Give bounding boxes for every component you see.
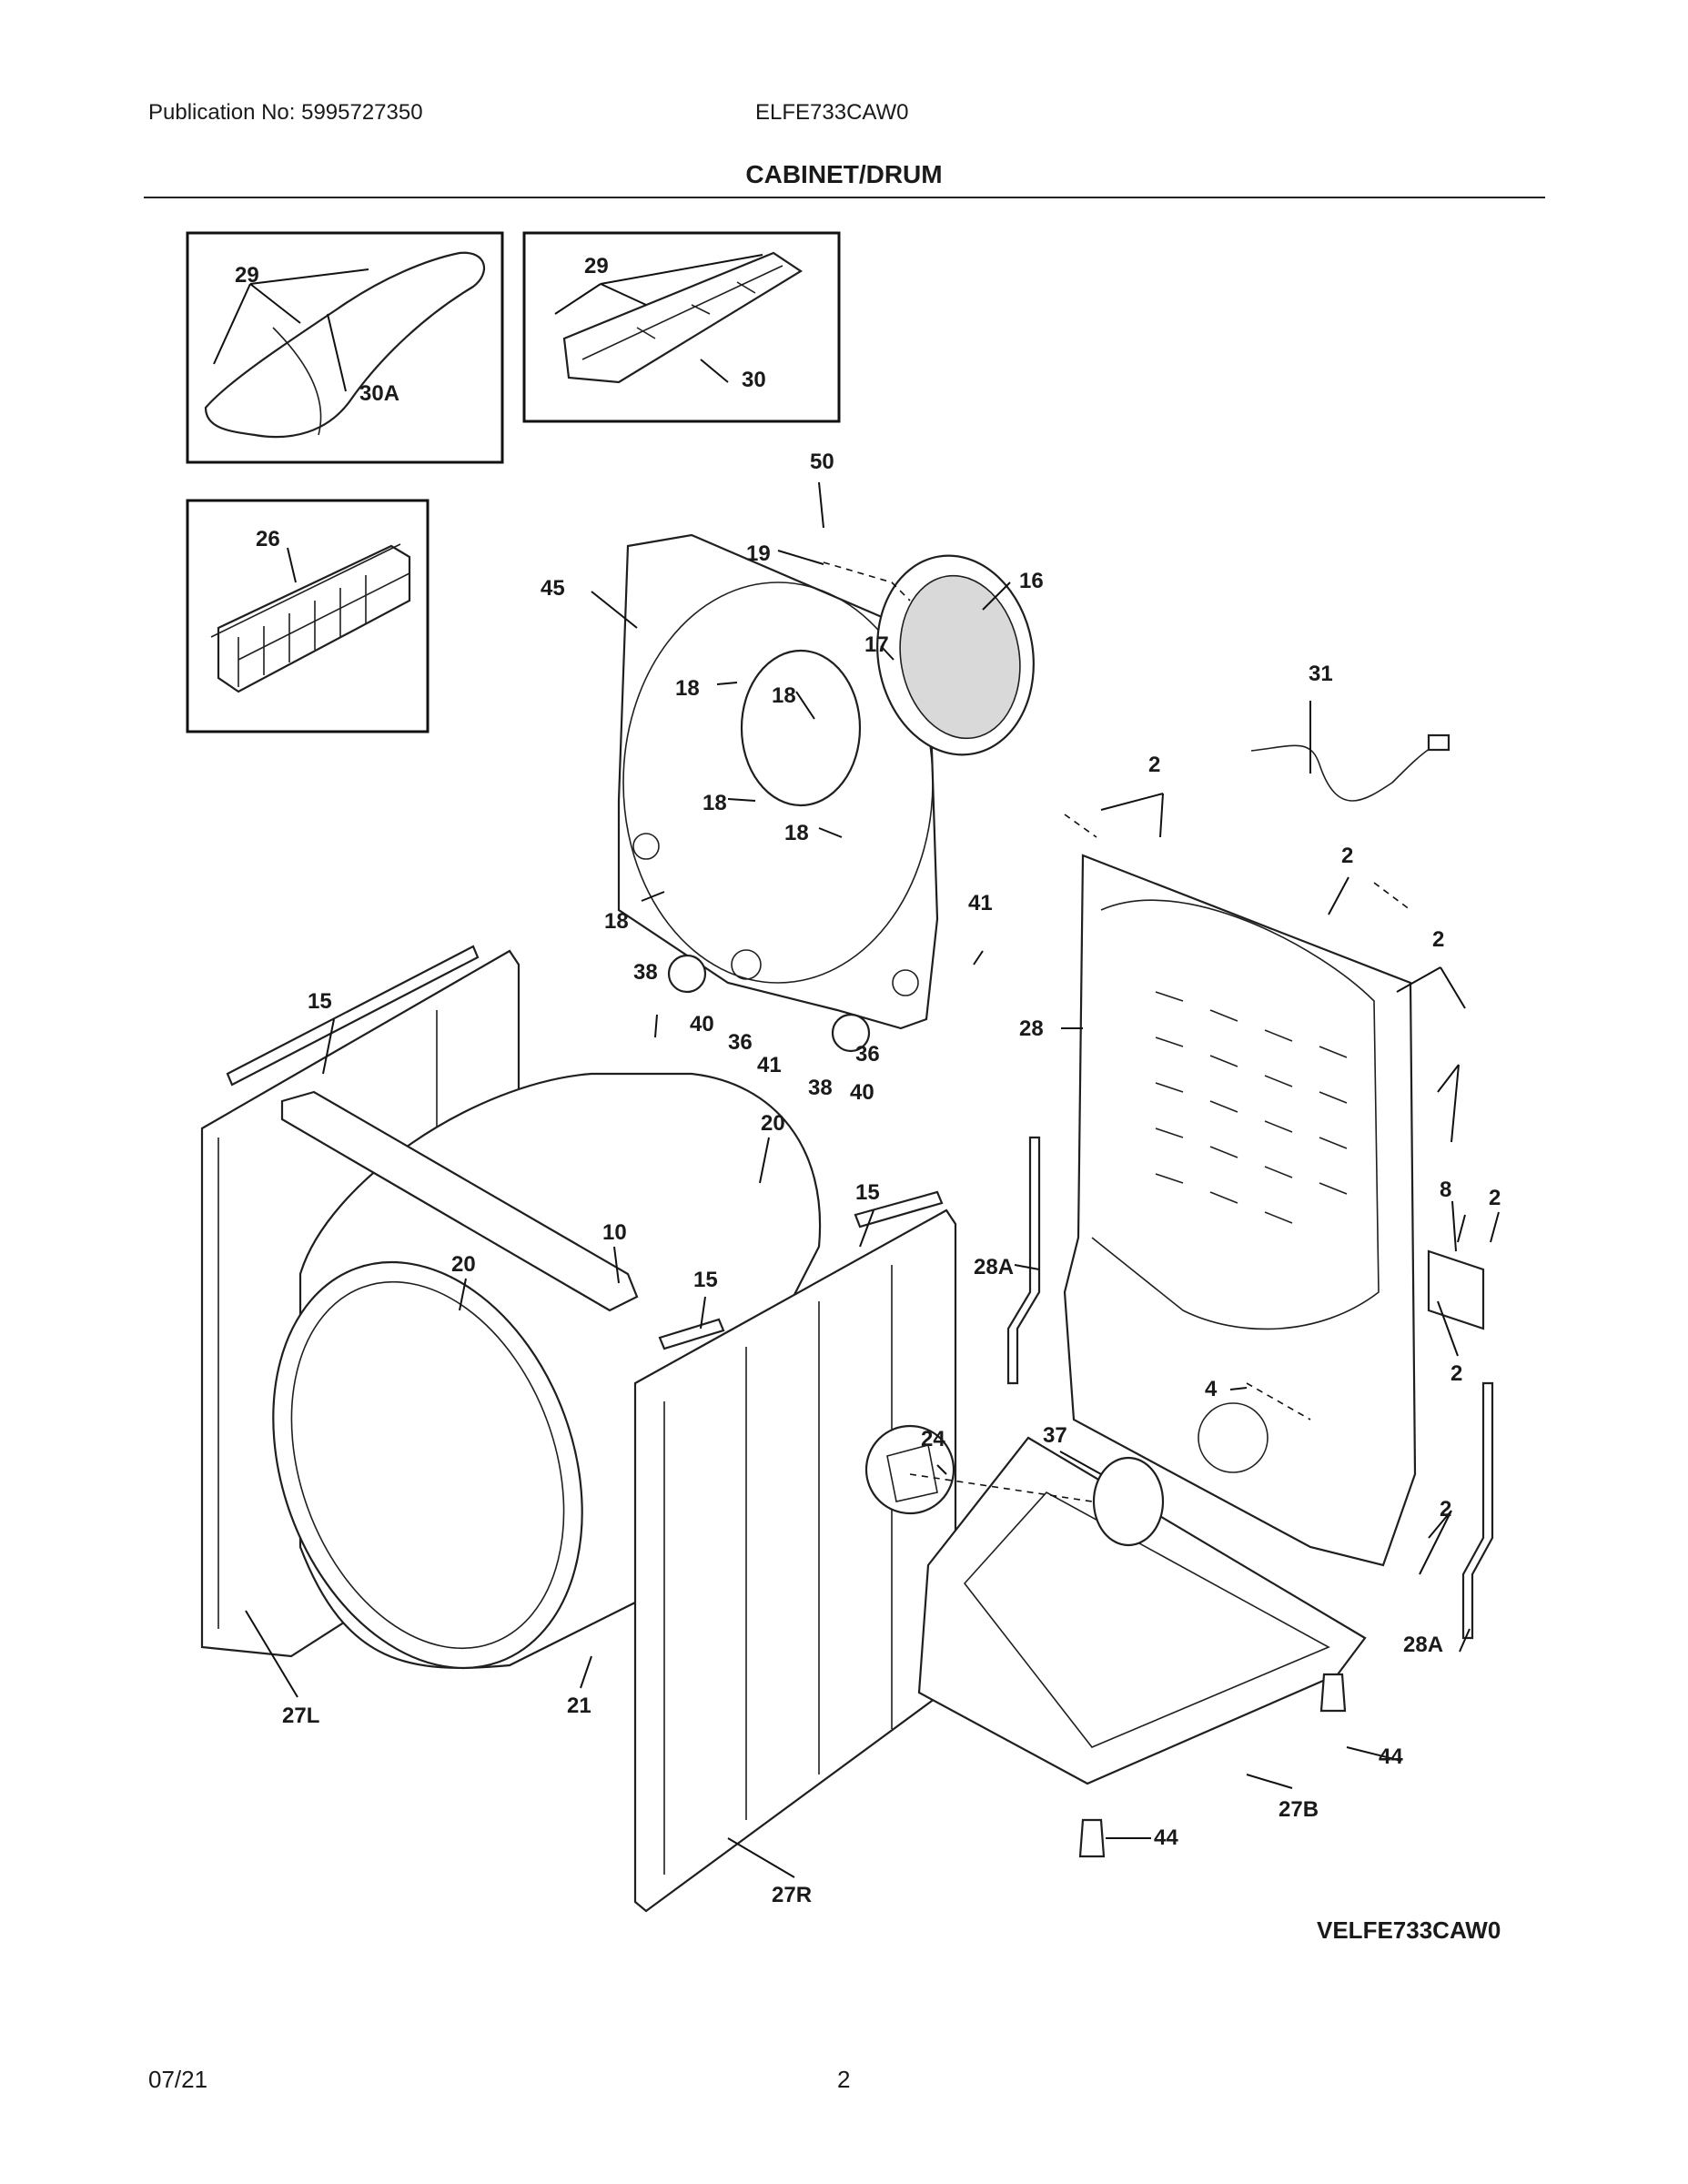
foot-44-right: [1319, 1673, 1347, 1713]
bracket-28a-left: [1006, 1136, 1041, 1385]
callout-label: 2: [1450, 1361, 1462, 1386]
callout-label: 29: [235, 263, 259, 288]
callout-label: 16: [1019, 569, 1044, 593]
callout-label: 15: [693, 1268, 718, 1292]
callout-label: 38: [808, 1076, 833, 1100]
callout-label: 40: [690, 1012, 714, 1036]
roller-40-left: [667, 954, 707, 994]
callout-label: 2: [1341, 844, 1353, 868]
callout-label: 24: [921, 1427, 945, 1451]
callout-label: 18: [772, 683, 796, 708]
callout-label: 26: [256, 527, 280, 551]
roller-40-right: [831, 1013, 871, 1053]
rear-bulkhead-45-part: [617, 533, 939, 1030]
callout-label: 27L: [282, 1704, 319, 1728]
callout-label: 19: [746, 541, 771, 566]
callout-label: 2: [1432, 927, 1444, 952]
callout-label: 27R: [772, 1883, 812, 1907]
callout-label: 2: [1148, 753, 1160, 777]
callout-label: 21: [567, 1694, 591, 1718]
bracket-28a-right: [1461, 1381, 1494, 1640]
callout-label: 45: [541, 576, 565, 601]
side-panel-27r-part: [633, 1190, 957, 1913]
model-number: ELFE733CAW0: [755, 100, 909, 125]
diagram-id: VELFE733CAW0: [1317, 1916, 1501, 1944]
foot-44-bottom: [1078, 1818, 1106, 1858]
callout-label: 38: [633, 960, 658, 985]
callout-label: 20: [761, 1111, 785, 1136]
callout-label: 27B: [1279, 1797, 1319, 1822]
callout-label: 17: [864, 632, 889, 657]
callout-label: 28A: [1403, 1633, 1443, 1657]
callout-label: 15: [308, 989, 332, 1014]
callout-label: 44: [1379, 1744, 1403, 1769]
rear-panel-28-part: [1063, 854, 1417, 1567]
callout-labels: 29 30A 29 30 26 50 19 16 45 17 18 18 18 …: [235, 254, 1501, 1907]
callout-label: 30A: [359, 381, 399, 406]
inset-box-30a: [186, 231, 504, 464]
rail-10-part: [280, 1090, 639, 1312]
callout-label: 41: [757, 1053, 782, 1077]
callout-label: 36: [728, 1030, 753, 1055]
callout-label: 29: [584, 254, 609, 278]
callout-label: 18: [604, 909, 629, 934]
duct-30a-part: [204, 251, 485, 439]
header-rule: [144, 197, 1545, 198]
callout-label: 28: [1019, 1016, 1044, 1041]
callout-label: 15: [855, 1180, 880, 1205]
callout-label: 31: [1309, 662, 1333, 686]
inset-box-26: [186, 499, 430, 733]
footer-date: 07/21: [148, 2066, 208, 2093]
inset-box-30: [522, 231, 841, 423]
callout-label: 18: [702, 791, 727, 815]
callout-label: 40: [850, 1080, 874, 1105]
callout-label: 2: [1489, 1186, 1501, 1210]
duct-30-part: [562, 251, 804, 384]
callout-label: 4: [1205, 1377, 1218, 1401]
callout-label: 41: [968, 891, 993, 915]
callout-label: 8: [1440, 1178, 1451, 1202]
callout-label: 18: [784, 821, 809, 845]
callout-label: 20: [451, 1252, 476, 1277]
callout-label: 50: [810, 450, 834, 474]
callout-label: 18: [675, 676, 700, 701]
drum-20-part: [272, 1072, 822, 1670]
callout-label: 44: [1154, 1825, 1178, 1850]
publication-number: Publication No: 5995727350: [148, 100, 423, 125]
callout-label: 36: [855, 1042, 880, 1067]
blower-housing-16-part: [876, 554, 1035, 756]
inset-24-part: [864, 1424, 955, 1515]
callout-label: 2: [1440, 1497, 1451, 1522]
section-title: CABINET/DRUM: [745, 160, 943, 188]
power-cord-31-part: [1250, 733, 1450, 802]
callout-label: 10: [602, 1220, 627, 1245]
footer-page-number: 2: [837, 2066, 851, 2093]
callout-label: 30: [742, 368, 766, 392]
callout-label: 28A: [974, 1255, 1014, 1279]
lint-filter-26-part: [210, 543, 411, 693]
bracket-8-part: [1427, 1249, 1485, 1330]
callout-label: 37: [1043, 1423, 1067, 1448]
